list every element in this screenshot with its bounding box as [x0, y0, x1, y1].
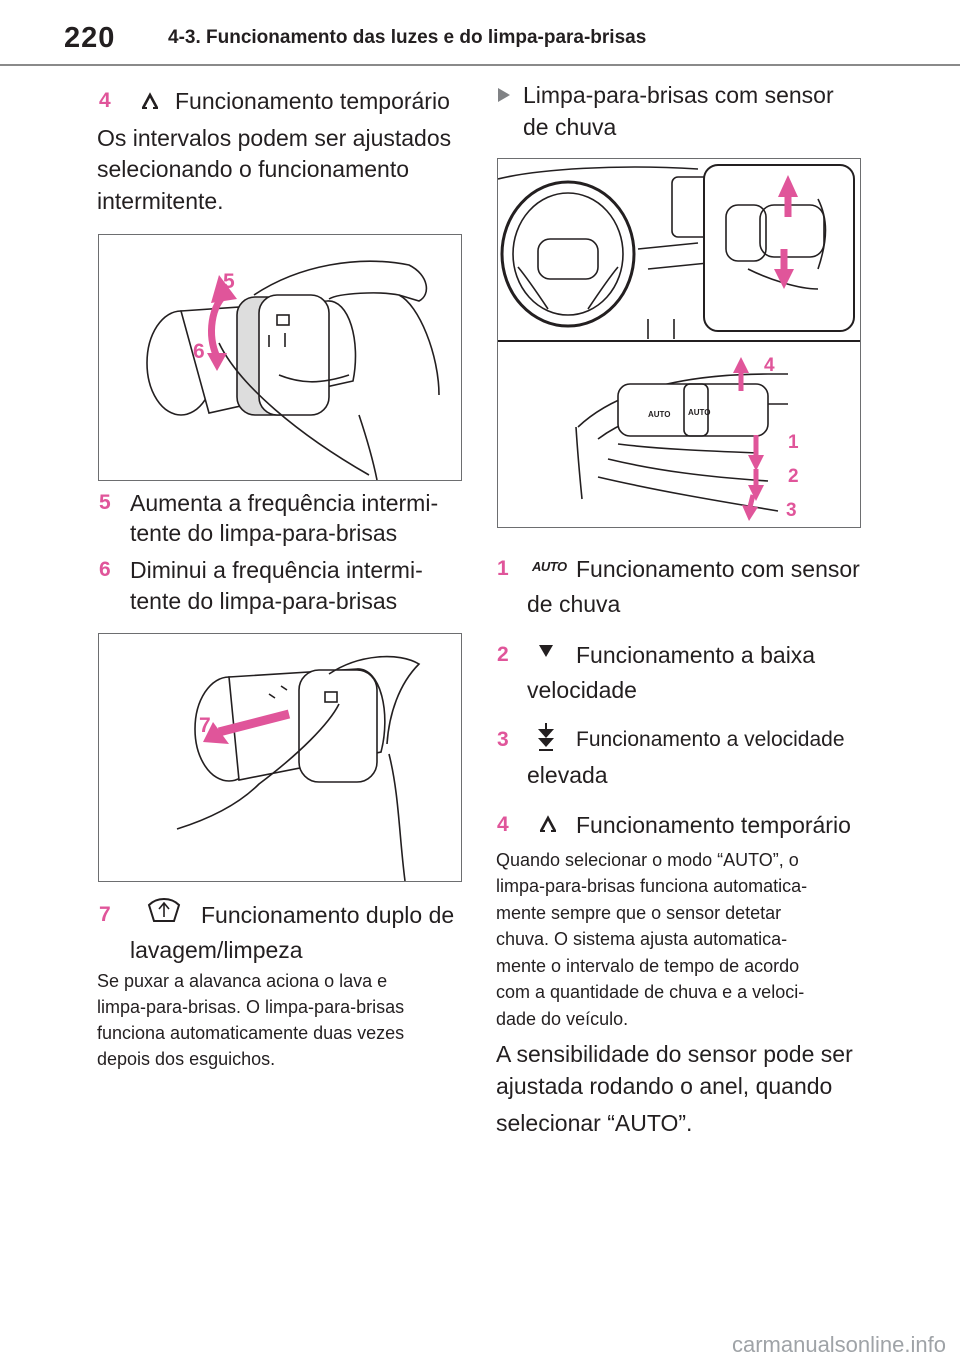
subsection-heading: Limpa-para-brisas com sensor [523, 82, 834, 108]
note-line: mente sempre que o sensor detetar [496, 903, 782, 923]
note-line: dade do veículo. [496, 1009, 629, 1029]
item-text: velocidade [527, 677, 637, 703]
subsection-heading: de chuva [523, 114, 617, 140]
figure-label: 7 [199, 714, 211, 737]
item-number: 3 [497, 728, 509, 751]
header-divider [0, 64, 960, 66]
mist-caret-icon [539, 815, 557, 833]
figure-label: 5 [223, 270, 235, 293]
item-number: 5 [99, 491, 111, 514]
paragraph-line: A sensibilidade do sensor pode ser [496, 1041, 853, 1067]
note-line: Quando selecionar o modo “AUTO”, o [496, 850, 799, 870]
page-header: 220 4-3. Funcionamento das luzes e do li… [0, 0, 960, 66]
item-number: 6 [99, 558, 111, 581]
item-number: 4 [497, 813, 509, 836]
paragraph-line: intermitente. [97, 188, 224, 214]
item-text: elevada [527, 762, 608, 788]
figure-label: 1 [788, 432, 799, 453]
note-line: depois dos esguichos. [97, 1049, 276, 1069]
item-text: de chuva [527, 591, 621, 617]
item-text: Aumenta a frequência intermi- [130, 490, 439, 516]
single-triangle-icon [539, 644, 553, 658]
note-line: limpa-para-brisas funciona automatica- [496, 876, 808, 896]
note-line: limpa-para-brisas. O limpa-para-brisas [97, 997, 405, 1017]
figure-label: 4 [764, 355, 775, 376]
note-line: com a quantidade de chuva e a veloci- [496, 982, 805, 1002]
item-text: Funcionamento temporário [175, 88, 450, 114]
note-line: mente o intervalo de tempo de acordo [496, 956, 800, 976]
item-text: Funcionamento a velocidade [576, 728, 845, 751]
item-text: Funcionamento temporário [576, 812, 851, 838]
paragraph-line: selecionando o funcionamento [97, 156, 410, 182]
paragraph-line: Os intervalos podem ser ajustados [97, 125, 452, 151]
windshield-washer-icon [147, 895, 181, 925]
figure-mark: AUTO [648, 410, 671, 419]
wiper-lever-ring-illustration: 5 6 [98, 234, 462, 481]
note-line: chuva. O sistema ajusta automatica- [496, 929, 788, 949]
mist-caret-icon [141, 92, 159, 110]
item-number: 1 [497, 557, 509, 580]
rain-sensor-wiper-illustration: AUTO AUTO 4 1 2 3 [497, 158, 861, 528]
paragraph-line: selecionar “AUTO”. [496, 1110, 693, 1136]
item-text: tente do limpa-para-brisas [130, 588, 398, 614]
double-triangle-icon [538, 723, 554, 751]
item-number: 4 [99, 89, 111, 112]
item-text: Diminui a frequência intermi- [130, 557, 423, 583]
figure-mark: AUTO [688, 408, 711, 417]
item-text: lavagem/limpeza [130, 937, 303, 963]
figure-label: 2 [788, 466, 799, 487]
item-number: 2 [497, 643, 509, 666]
figure-label: 3 [786, 500, 797, 521]
item-text: Funcionamento com sensor [576, 556, 860, 582]
note-line: Se puxar a alavanca aciona o lava e [97, 971, 388, 991]
figure-label: 6 [193, 340, 205, 363]
page-footer: carmanualsonline.info [0, 1330, 960, 1360]
item-text: tente do limpa-para-brisas [130, 520, 398, 546]
section-title: 4-3. Funcionamento das luzes e do limpa-… [168, 27, 647, 48]
bullet-arrow-icon [497, 87, 511, 103]
note-line: funciona automaticamente duas vezes [97, 1023, 405, 1043]
paragraph-line: ajustada rodando o anel, quando [496, 1073, 833, 1099]
watermark-text: carmanualsonline.info [731, 1332, 946, 1357]
page-number: 220 [64, 22, 116, 54]
wiper-lever-pull-illustration: 7 [98, 633, 462, 882]
item-text: Funcionamento duplo de [201, 902, 455, 928]
item-text: Funcionamento a baixa [576, 642, 816, 668]
item-number: 7 [99, 903, 111, 926]
auto-icon: AUTO [532, 559, 567, 574]
